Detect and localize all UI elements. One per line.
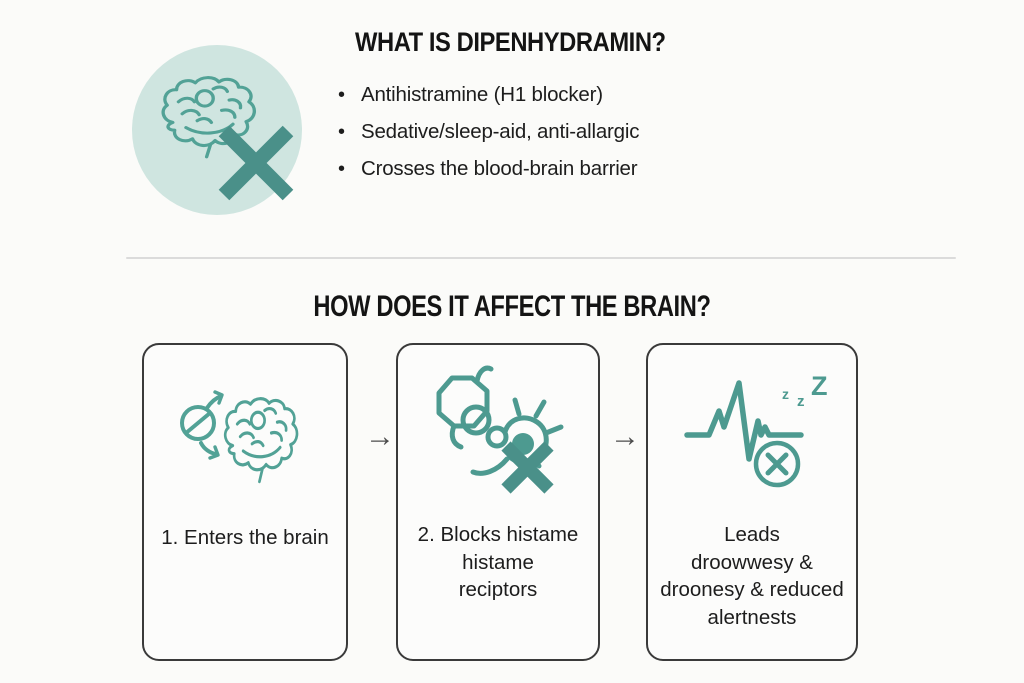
arrow-down-icon (199, 441, 218, 456)
caption-line: droowwesy & (691, 550, 813, 574)
right-arrow-icon: → (610, 420, 640, 453)
card-blocks-receptors: 2. Blocks histame histame reciptors (396, 343, 600, 661)
cross-mark (501, 441, 554, 494)
bullet-item: • Crosses the blood-brain barrier (338, 150, 639, 187)
molecule-blocked-receptor-icon (436, 365, 564, 494)
bullet-dot: • (338, 121, 345, 143)
bullet-dot: • (338, 158, 345, 180)
section-divider (126, 257, 956, 259)
bullet-text: Antihistramine (H1 blocker) (361, 83, 603, 106)
right-arrow-icon: → (365, 420, 395, 453)
caption-line: Leads (724, 523, 780, 546)
bullet-text: Crosses the blood-brain barrier (361, 157, 638, 180)
zzz-letter: z (782, 386, 789, 402)
intro-bullet-list: • Antihistramine (H1 blocker) • Sedative… (338, 76, 639, 187)
bullet-text: Sedative/sleep-aid, anti-allargic (361, 120, 640, 143)
brain-crossed-out-icon (132, 45, 302, 215)
card-caption: 1. Enters the brain (144, 524, 346, 552)
caption-line: 2. Blocks histame (417, 523, 579, 546)
caption-line: reciptors (458, 578, 538, 601)
pill-icon (180, 405, 216, 441)
caption-line: alertnests (707, 605, 797, 629)
cross-mark (765, 452, 789, 476)
pill-entering-brain-icon (180, 390, 299, 484)
section-title: HOW DOES IT AFFECT THE BRAIN? (313, 290, 711, 323)
bullet-dot: • (338, 84, 345, 106)
caption-line: histame (462, 550, 534, 574)
ecg-sleep-crossed-icon: z z Z (684, 371, 828, 488)
zzz-letter: z (797, 393, 805, 410)
card-caption: Leads droowwesy & droonesy & reduced ale… (648, 521, 856, 631)
cross-mark (218, 125, 294, 201)
ecg-waveform-icon (684, 380, 804, 462)
card-drowsiness: z z Z Leads droowwesy & droonesy & reduc… (646, 343, 858, 661)
caption-line: droonesy & reduced (660, 578, 844, 601)
page-title: WHAT IS DIPENHYDRAMIN? (355, 27, 666, 57)
zzz-letter: Z (811, 371, 828, 401)
caption-line: 1. Enters the brain (161, 526, 329, 549)
card-caption: 2. Blocks histame histame reciptors (398, 521, 598, 604)
bullet-item: • Sedative/sleep-aid, anti-allargic (338, 113, 639, 150)
bullet-item: • Antihistramine (H1 blocker) (338, 76, 639, 113)
card-enters-brain: 1. Enters the brain (142, 343, 348, 661)
